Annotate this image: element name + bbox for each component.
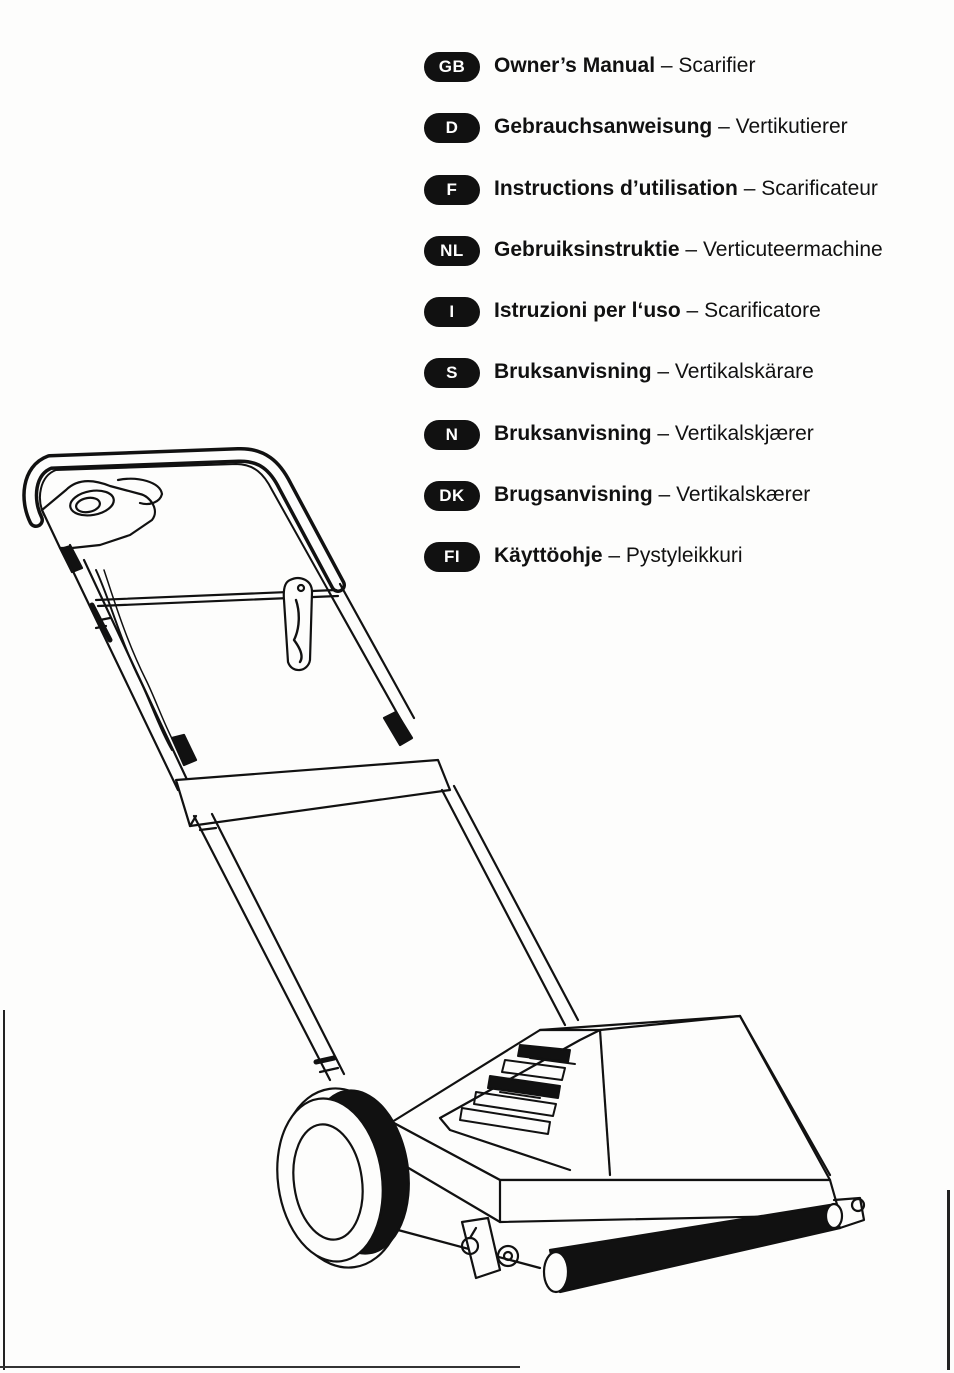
language-code: DK bbox=[439, 486, 465, 506]
language-badge-f: F bbox=[424, 174, 480, 205]
language-row-n: N Bruksanvisning – Vertikalskjærer bbox=[424, 418, 949, 479]
manual-subtitle: Vertikutierer bbox=[735, 115, 848, 139]
manual-subtitle: Vertikalskärare bbox=[674, 360, 814, 384]
language-badge-gb: GB bbox=[424, 52, 480, 82]
manual-title-line: Brugsanvisning – Vertikalskærer bbox=[494, 479, 810, 511]
title-separator: – bbox=[657, 360, 670, 384]
manual-subtitle: Pystyleikkuri bbox=[625, 544, 743, 568]
title-separator: – bbox=[686, 299, 699, 323]
language-code: F bbox=[446, 179, 458, 199]
manual-subtitle: Vertikalskjærer bbox=[674, 421, 814, 445]
language-code: GB bbox=[438, 57, 466, 76]
manual-title-line: Instructions d’utilisation – Scarificate… bbox=[494, 173, 878, 205]
manual-subtitle: Scarificatore bbox=[704, 299, 821, 323]
manual-title-line: Istruzioni per l‘uso – Scarificatore bbox=[494, 295, 821, 327]
manual-title-line: Bruksanvisning – Vertikalskärare bbox=[494, 356, 814, 388]
language-badge-d: D bbox=[424, 113, 480, 144]
language-row-fi: FI Käyttöohje – Pystyleikkuri bbox=[424, 540, 949, 601]
language-code: N bbox=[445, 424, 459, 444]
manual-title: Bruksanvisning bbox=[494, 421, 652, 445]
title-separator: – bbox=[658, 483, 671, 507]
manual-subtitle: Vertikalskærer bbox=[676, 483, 811, 507]
title-separator: – bbox=[718, 115, 730, 139]
language-badge-n: N bbox=[424, 419, 480, 450]
scan-edge-bottom bbox=[0, 1366, 520, 1368]
title-separator: – bbox=[657, 421, 670, 445]
language-code: I bbox=[449, 302, 455, 322]
language-row-nl: NL Gebruiksinstruktie – Verticuteermachi… bbox=[424, 234, 949, 295]
manual-title-line: Käyttöohje – Pystyleikkuri bbox=[494, 540, 743, 572]
manual-title-line: Bruksanvisning – Vertikalskjærer bbox=[494, 418, 814, 450]
scan-edge-right bbox=[947, 1190, 950, 1370]
language-badge-i: I bbox=[424, 297, 480, 328]
language-title-list: GB Owner’s Manual – Scarifier D Gebrauch… bbox=[424, 50, 949, 602]
language-badge-s: S bbox=[424, 358, 480, 389]
manual-title-line: Gebrauchsanweisung – Vertikutierer bbox=[494, 111, 848, 143]
language-badge-dk: DK bbox=[424, 481, 480, 512]
language-code: FI bbox=[443, 547, 461, 567]
language-badge-fi: FI bbox=[424, 542, 480, 573]
manual-title: Brugsanvisning bbox=[494, 483, 653, 507]
language-row-gb: GB Owner’s Manual – Scarifier bbox=[424, 50, 949, 111]
language-row-s: S Bruksanvisning – Vertikalskärare bbox=[424, 356, 949, 417]
manual-subtitle: Verticuteermachine bbox=[702, 237, 883, 261]
title-separator: – bbox=[743, 176, 756, 200]
manual-title: Instructions d’utilisation bbox=[494, 176, 738, 200]
language-badge-nl: NL bbox=[424, 235, 480, 266]
manual-title: Gebrauchsanweisung bbox=[494, 115, 713, 139]
manual-title-line: Gebruiksinstruktie – Verticuteermachine bbox=[494, 234, 883, 266]
title-separator: – bbox=[685, 237, 698, 261]
manual-title: Gebruiksinstruktie bbox=[494, 237, 680, 261]
manual-title: Istruzioni per l‘uso bbox=[494, 299, 681, 323]
scarifier-machine-icon bbox=[22, 446, 866, 1294]
manual-title: Käyttöohje bbox=[494, 544, 603, 568]
language-row-i: I Istruzioni per l‘uso – Scarificatore bbox=[424, 295, 949, 356]
manual-subtitle: Scarificateur bbox=[761, 176, 878, 200]
scan-edge-left bbox=[3, 1010, 5, 1370]
language-code: S bbox=[446, 363, 458, 383]
language-row-dk: DK Brugsanvisning – Vertikalskærer bbox=[424, 479, 949, 540]
manual-title: Owner’s Manual bbox=[494, 54, 656, 77]
language-code: NL bbox=[440, 240, 464, 260]
language-row-d: D Gebrauchsanweisung – Vertikutierer bbox=[424, 111, 949, 172]
title-separator: – bbox=[660, 54, 673, 77]
language-code: D bbox=[445, 118, 459, 138]
title-separator: – bbox=[608, 544, 621, 568]
manual-title: Bruksanvisning bbox=[494, 360, 652, 384]
manual-title-line: Owner’s Manual – Scarifier bbox=[494, 50, 755, 82]
manual-subtitle: Scarifier bbox=[678, 54, 756, 77]
language-row-f: F Instructions d’utilisation – Scarifica… bbox=[424, 173, 949, 234]
